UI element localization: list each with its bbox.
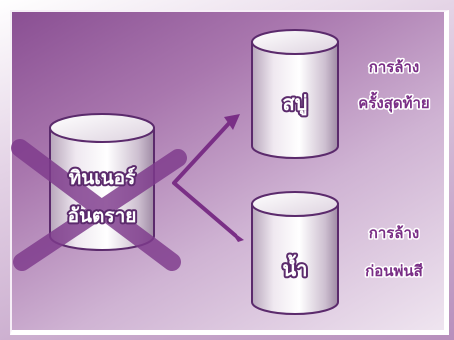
right-arrow-icon: [172, 114, 244, 242]
soap-label: สบู่: [283, 91, 308, 117]
water-note-line1: การล้าง: [369, 224, 420, 242]
thinner-label-line1: ทินเนอร์: [69, 167, 136, 189]
water-label: น้ำ: [283, 254, 308, 281]
thinner-label-line2: อันตราย: [68, 205, 137, 227]
cross-out-icon: [11, 139, 187, 271]
water-cylinder: [251, 191, 339, 315]
water-note-line2: ก่อนพ่นสี: [365, 262, 423, 280]
soap-cylinder: [251, 29, 339, 159]
soap-note-line1: การล้าง: [369, 58, 420, 76]
soap-note-line2: ครั้งสุดท้าย: [358, 91, 429, 113]
